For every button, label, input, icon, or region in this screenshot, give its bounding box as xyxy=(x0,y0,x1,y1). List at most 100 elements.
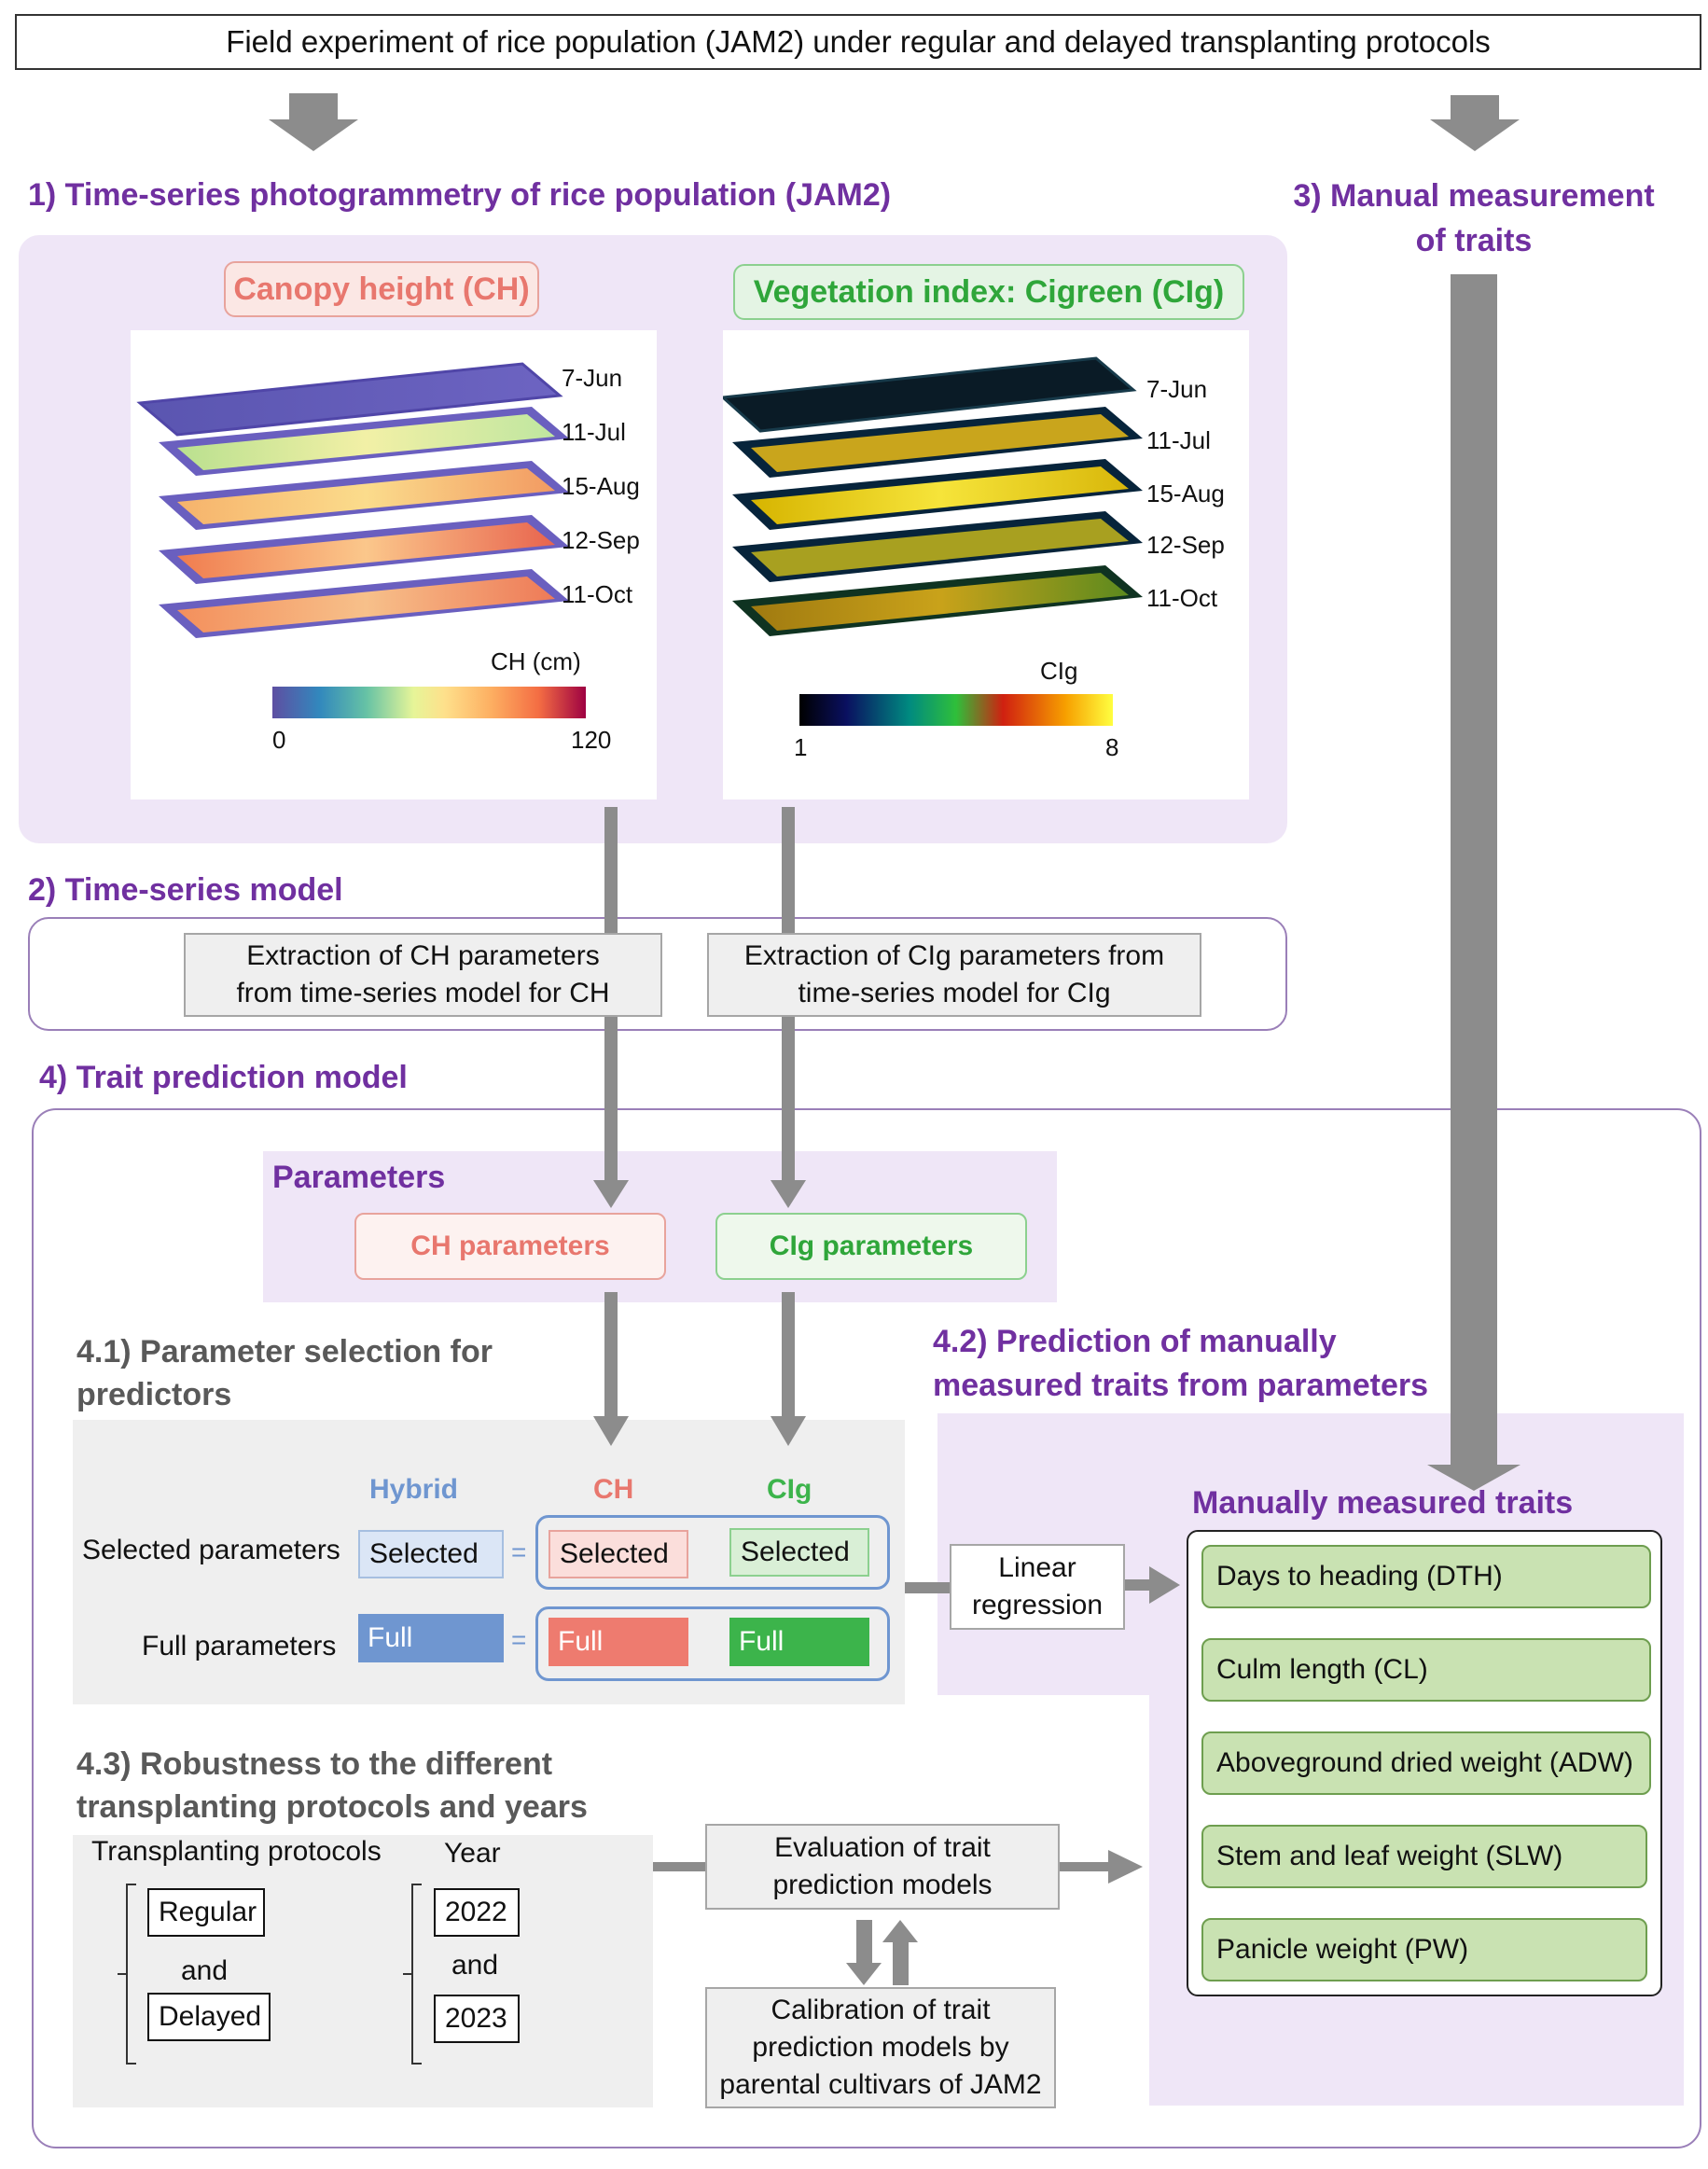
delayed-box: Delayed xyxy=(147,1993,271,2041)
ch-map-panel: 7-Jun 11-Jul 15-Aug 12-Sep 11-Oct CH (cm… xyxy=(131,330,657,799)
bracket-protocols xyxy=(118,1884,136,2065)
years-and: and xyxy=(451,1950,499,1981)
line-cig-2 xyxy=(782,1017,795,1180)
linear-regression-box: Linear regression xyxy=(950,1544,1125,1630)
cig-panel-title-text: Vegetation index: Cigreen (CIg) xyxy=(753,273,1225,310)
arrow-cig-params-head xyxy=(771,1180,806,1208)
protocols-and: and xyxy=(181,1955,229,1986)
cig-date-4: 12-Sep xyxy=(1146,531,1225,559)
section3-title: 3) Manual measurement of traits xyxy=(1293,178,1655,258)
cig-colorbar-max: 8 xyxy=(1105,733,1119,761)
section4-title: 4) Trait prediction model xyxy=(39,1060,408,1095)
protocols-label: Transplanting protocols xyxy=(91,1836,382,1867)
ch-colorbar xyxy=(272,687,586,718)
s41-row-selected-label: Selected parameters xyxy=(82,1535,340,1565)
cig-map-panel: 7-Jun 11-Jul 15-Aug 12-Sep 11-Oct CIg 1 … xyxy=(723,330,1249,799)
line-cig-3 xyxy=(782,1292,795,1418)
ch-map-stack xyxy=(136,362,586,718)
ch-full-cell: Full xyxy=(549,1618,688,1666)
trait-dth: Days to heading (DTH) xyxy=(1201,1545,1651,1608)
cig-date-3: 15-Aug xyxy=(1146,480,1225,507)
arrow-down-left-top xyxy=(269,93,358,151)
cig-extraction-box: Extraction of CIg parameters from time-s… xyxy=(707,933,1201,1017)
cig-panel-title: Vegetation index: Cigreen (CIg) xyxy=(733,264,1244,320)
cig-selected-cell: Selected xyxy=(729,1528,869,1577)
s41-col-cig: CIg xyxy=(767,1474,812,1505)
s42-title: 4.2) Prediction of manually measured tra… xyxy=(933,1324,1429,1403)
arrow-down-right-top xyxy=(1430,95,1520,151)
arrow-up-evaluation xyxy=(882,1920,918,1985)
s41-title: 4.1) Parameter selection for predictors xyxy=(76,1334,493,1412)
arrow-cig-select-head xyxy=(771,1416,806,1446)
ch-date-2: 11-Jul xyxy=(562,418,626,446)
arrow-ch-params-head xyxy=(593,1180,629,1208)
ch-layer-12sep-inner xyxy=(177,522,555,578)
section1-title: 1) Time-series photogrammetry of rice po… xyxy=(28,177,892,213)
ch-date-3: 15-Aug xyxy=(562,472,640,500)
regular-box: Regular xyxy=(147,1888,265,1937)
cig-extraction-text: Extraction of CIg parameters from time-s… xyxy=(743,940,1165,1008)
cig-map-stack xyxy=(723,356,1143,726)
year-2023-box: 2023 xyxy=(434,1995,520,2043)
trait-pw: Panicle weight (PW) xyxy=(1201,1918,1647,1981)
cig-layer-11jul-inner xyxy=(751,414,1129,472)
header-box: Field experiment of rice population (JAM… xyxy=(15,14,1701,70)
parameters-title: Parameters xyxy=(272,1160,446,1195)
ch-selected-cell: Selected xyxy=(549,1530,688,1578)
ch-parameters-text: CH parameters xyxy=(410,1230,610,1261)
ch-extraction-text: Extraction of CH parameters from time-se… xyxy=(236,940,610,1008)
s43-title: 4.3) Robustness to the different transpl… xyxy=(76,1746,588,1825)
arrow-regression-head xyxy=(1149,1566,1180,1604)
line-from-evaluation xyxy=(1059,1862,1110,1871)
year-label: Year xyxy=(444,1838,501,1869)
arrow-evaluation-head xyxy=(1108,1850,1143,1884)
trait-adw: Aboveground dried weight (ADW) xyxy=(1201,1731,1651,1795)
ch-date-5: 11-Oct xyxy=(562,580,633,608)
line-cig-1 xyxy=(782,807,795,933)
section4-panel xyxy=(32,1108,1701,2148)
linear-regression-text: Linear regression xyxy=(971,1552,1104,1620)
cig-date-1: 7-Jun xyxy=(1146,375,1208,403)
header-title: Field experiment of rice population (JAM… xyxy=(226,24,1491,59)
line-to-evaluation xyxy=(653,1862,705,1871)
arrow-manual-shaft xyxy=(1451,274,1497,1465)
s41-col-ch: CH xyxy=(593,1474,634,1505)
cig-date-5: 11-Oct xyxy=(1146,584,1218,612)
ch-parameters-box: CH parameters xyxy=(354,1213,666,1280)
calibration-text: Calibration of trait prediction models b… xyxy=(719,1995,1042,2100)
cig-full-cell: Full xyxy=(729,1618,869,1666)
cig-parameters-box: CIg parameters xyxy=(715,1213,1027,1280)
cig-date-2: 11-Jul xyxy=(1146,426,1211,454)
arrow-ch-select-head xyxy=(593,1416,629,1446)
ch-colorbar-max: 120 xyxy=(571,726,612,754)
calibration-box: Calibration of trait prediction models b… xyxy=(705,1987,1056,2108)
s43-panel xyxy=(73,1835,653,2107)
full-group-frame xyxy=(535,1606,890,1681)
bracket-years xyxy=(403,1884,422,2065)
cig-colorbar xyxy=(799,694,1113,726)
cig-colorbar-min: 1 xyxy=(794,733,808,761)
trait-slw: Stem and leaf weight (SLW) xyxy=(1201,1825,1647,1888)
section2-panel xyxy=(28,917,1287,1031)
ch-layer-7jun xyxy=(136,362,563,437)
arrow-down-calibration xyxy=(846,1920,882,1985)
ch-layer-11oct-inner xyxy=(177,577,555,633)
ch-panel-title: Canopy height (CH) xyxy=(224,261,539,317)
selected-group-frame xyxy=(535,1515,890,1590)
cig-layer-12sep-inner xyxy=(751,519,1129,577)
evaluation-text: Evaluation of trait prediction models xyxy=(772,1832,993,1900)
ch-colorbar-label: CH (cm) xyxy=(491,647,581,675)
s41-col-hybrid: Hybrid xyxy=(369,1474,459,1505)
cig-parameters-text: CIg parameters xyxy=(769,1230,974,1261)
traits-title: Manually measured traits xyxy=(1192,1485,1574,1521)
arrow-manual-head xyxy=(1427,1465,1521,1491)
cig-layer-11oct-inner xyxy=(751,573,1129,631)
ch-layer-15aug-inner xyxy=(177,468,555,524)
equals-full: = xyxy=(511,1625,527,1654)
trait-cl: Culm length (CL) xyxy=(1201,1638,1651,1702)
ch-date-4: 12-Sep xyxy=(562,526,640,554)
line-ch-2 xyxy=(604,1017,618,1180)
evaluation-box: Evaluation of trait prediction models xyxy=(705,1824,1060,1910)
line-to-regression xyxy=(905,1582,950,1593)
